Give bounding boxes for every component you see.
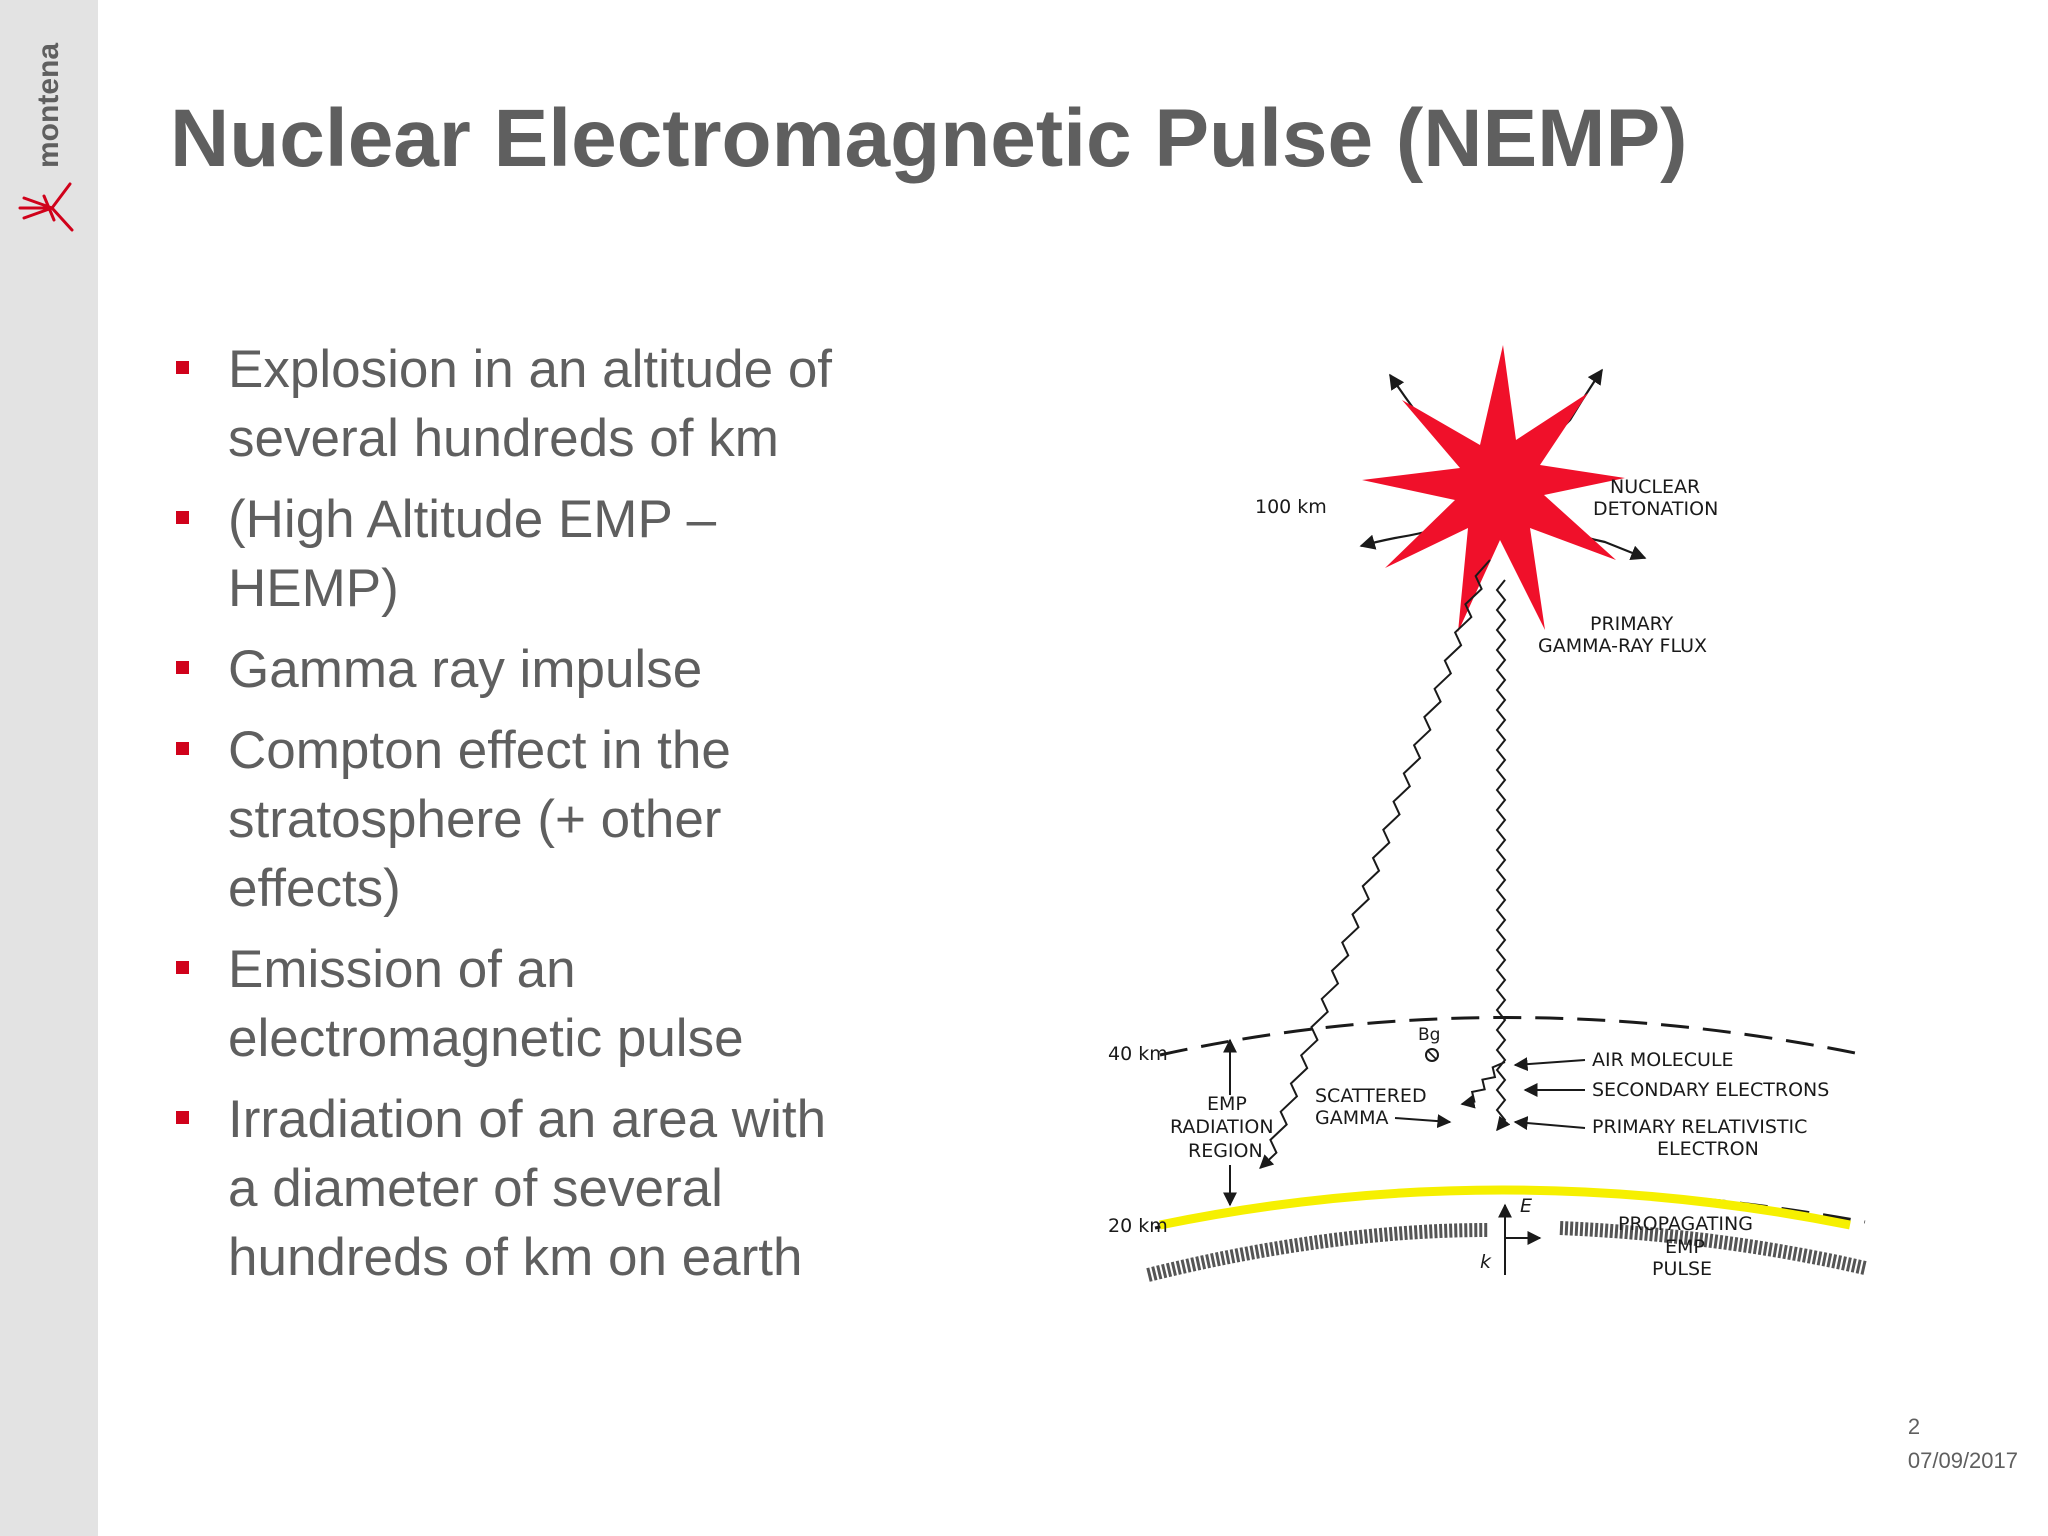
air-molecule-pointer: [1513, 1057, 1586, 1072]
bullet-line: Gamma ray impulse: [228, 640, 703, 699]
bullet-item: Gamma ray impulse: [170, 635, 930, 704]
bullet-line: a diameter of several: [228, 1159, 723, 1218]
bullet-marker: [176, 361, 189, 374]
gamma-flux-label: GAMMA-RAY FLUX: [1538, 635, 1707, 657]
bullet-item: Emission of an electromagnetic pulse: [170, 935, 930, 1073]
bullet-line: Irradiation of an area with: [228, 1090, 827, 1149]
gamma-ray-oblique: [1259, 559, 1491, 1170]
brand-wordmark-text: montena: [32, 43, 65, 168]
electron-label: ELECTRON: [1657, 1138, 1759, 1160]
bg-field-icon: [1425, 1048, 1439, 1062]
scattered-pointer: [1394, 1114, 1452, 1129]
upper-atmosphere-arc: [1159, 1016, 1866, 1057]
bg-label: Bg: [1418, 1025, 1440, 1045]
slide-title: Nuclear Electromagnetic Pulse (NEMP): [170, 93, 1688, 184]
bullet-item: Irradiation of an area with a diameter of…: [170, 1085, 930, 1292]
scattered-label: SCATTERED: [1315, 1085, 1427, 1107]
region-label: REGION: [1188, 1140, 1263, 1162]
emp2-label: EMP: [1665, 1236, 1705, 1258]
page-number: 2: [1907, 1414, 1921, 1439]
alt-20-label: 20 km: [1108, 1215, 1168, 1237]
detonation-label: DETONATION: [1593, 498, 1718, 520]
primary-label: PRIMARY: [1590, 613, 1674, 635]
alt-100-label: 100 km: [1255, 496, 1327, 518]
k-vector-label: k: [1480, 1251, 1492, 1273]
e-vector-label: E: [1520, 1195, 1532, 1217]
bullet-item: (High Altitude EMP – HEMP): [170, 485, 930, 623]
bullet-marker: [176, 1111, 189, 1124]
slide-date: 07/09/2017: [1907, 1448, 2018, 1473]
bullet-item: Compton effect in the stratosphere (+ oth…: [170, 716, 930, 923]
air-molecule-label: AIR MOLECULE: [1592, 1049, 1734, 1071]
brand-logo-icon: [18, 182, 74, 232]
ground-band-left: [1146, 1223, 1489, 1282]
ground-band-right: [1559, 1221, 1867, 1275]
bullet-item: Explosion in an altitude of several hundr…: [170, 335, 930, 473]
bullet-marker: [176, 742, 189, 755]
primary-rel-label: PRIMARY RELATIVISTIC: [1592, 1116, 1807, 1138]
nuclear-burst-icon: [1362, 345, 1625, 632]
gamma-label: GAMMA: [1315, 1107, 1389, 1129]
bullet-line: hundreds of km on earth: [228, 1228, 803, 1287]
bullet-line: electromagnetic pulse: [228, 1009, 744, 1068]
bullet-line: Explosion in an altitude of: [228, 340, 833, 399]
primary-electron-pointer: [1513, 1116, 1586, 1131]
emp-label: EMP: [1207, 1093, 1247, 1115]
bullet-marker: [176, 511, 189, 524]
bullet-line: Compton effect in the: [228, 721, 731, 780]
bullet-line: HEMP): [228, 559, 399, 618]
brand-wordmark: montena: [32, 43, 65, 168]
gamma-ray-vertical: [1495, 579, 1511, 1132]
nemp-diagram: 100 km 40 km 20 km NUCLEAR DETONATION PR…: [1108, 345, 1867, 1282]
bullet-line: several hundreds of km: [228, 409, 779, 468]
bg-field-icon-cross: [1427, 1050, 1437, 1060]
bullet-line: effects): [228, 859, 401, 918]
slide-footer: 2 07/09/2017: [1908, 1410, 2018, 1478]
radiation-label: RADIATION: [1170, 1116, 1274, 1138]
pulse-label: PULSE: [1652, 1258, 1712, 1280]
bullet-line: (High Altitude EMP –: [228, 490, 717, 549]
sidebar-band: montena: [0, 0, 98, 1536]
bullet-line: stratosphere (+ other: [228, 790, 722, 849]
nuclear-label: NUCLEAR: [1610, 476, 1700, 498]
bullet-line: Emission of an: [228, 940, 576, 999]
bullet-marker: [176, 661, 189, 674]
propagating-pulse-arc: [1159, 1185, 1851, 1230]
bullet-marker: [176, 961, 189, 974]
bullet-list: Explosion in an altitude of several hundr…: [170, 335, 930, 1304]
secondary-label: SECONDARY ELECTRONS: [1592, 1079, 1829, 1101]
alt-40-label: 40 km: [1108, 1043, 1168, 1065]
propagating-label: PROPAGATING: [1618, 1213, 1753, 1235]
scattered-gamma-ray: [1460, 1061, 1506, 1109]
